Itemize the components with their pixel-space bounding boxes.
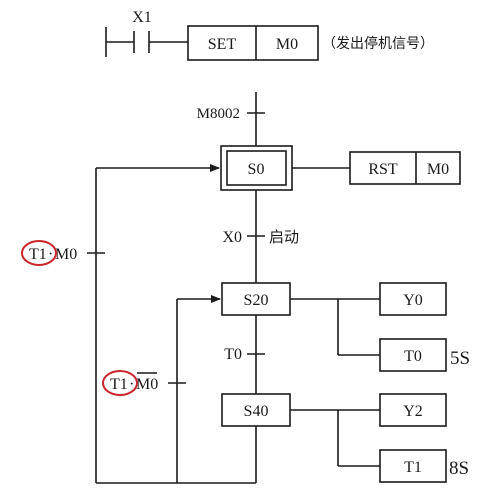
rst-operand-label: M0: [427, 161, 449, 178]
contact-x1-label: X1: [132, 9, 152, 26]
y2-label: Y2: [403, 403, 423, 420]
s20-box: [221, 282, 291, 316]
t1-action-label: T1: [404, 459, 422, 476]
loop-s20-highlight-circle: [102, 370, 138, 396]
t0-action-box: [379, 338, 447, 372]
m8002-label: M8002: [197, 106, 240, 122]
loop-s0-condition: T1 · M0: [21, 240, 77, 266]
loop-s20-t1-label: T1: [110, 376, 128, 393]
start-transition: X0 启动: [222, 190, 299, 283]
loop-connections: [87, 164, 257, 484]
set-instr-label: SET: [208, 36, 237, 53]
loop-s20-dot: ·: [129, 376, 134, 393]
s40-box: [221, 393, 291, 427]
loop-s20-condition: T1 · M0: [102, 370, 158, 396]
y2-action-box: [379, 393, 447, 427]
set-instruction-box: [187, 25, 319, 61]
stop-signal-note: （发出停机信号）: [322, 35, 434, 52]
y0-action-box: [379, 282, 447, 316]
initial-step-s0: S0 RST M0: [220, 145, 461, 191]
loop-s0-t1-label: T1: [29, 246, 47, 263]
t1-time-label: 8S: [449, 458, 469, 479]
loop-s20-m0-label: M0: [136, 376, 158, 393]
s0-label: S0: [248, 161, 265, 178]
t0-transition: T0: [224, 315, 265, 394]
rst-action-box: [349, 151, 461, 185]
rst-instr-label: RST: [368, 161, 398, 178]
loop-s0-dot: ·: [48, 246, 53, 263]
s20-label: S20: [244, 292, 269, 309]
set-operand-label: M0: [276, 36, 298, 53]
t0-transition-label: T0: [224, 346, 242, 363]
y0-label: Y0: [403, 292, 423, 309]
step-s40: S40 Y2 T1 8S: [221, 393, 469, 483]
x0-label: X0: [222, 229, 242, 246]
t1-action-box: [379, 449, 447, 483]
loop-s0-m0-label: M0: [55, 246, 77, 263]
ladder-rung: X1 SET M0 （发出停机信号）: [105, 9, 434, 61]
step-s20: S20 Y0 T0 5S: [221, 282, 470, 372]
loop-s0-highlight-circle: [21, 240, 57, 266]
t0-time-label: 5S: [450, 348, 470, 369]
s0-inner-frame: [226, 150, 287, 186]
t0-action-label: T0: [404, 348, 422, 365]
start-label: 启动: [269, 228, 299, 246]
s40-label: S40: [244, 403, 269, 420]
init-transition: M8002: [197, 92, 265, 155]
